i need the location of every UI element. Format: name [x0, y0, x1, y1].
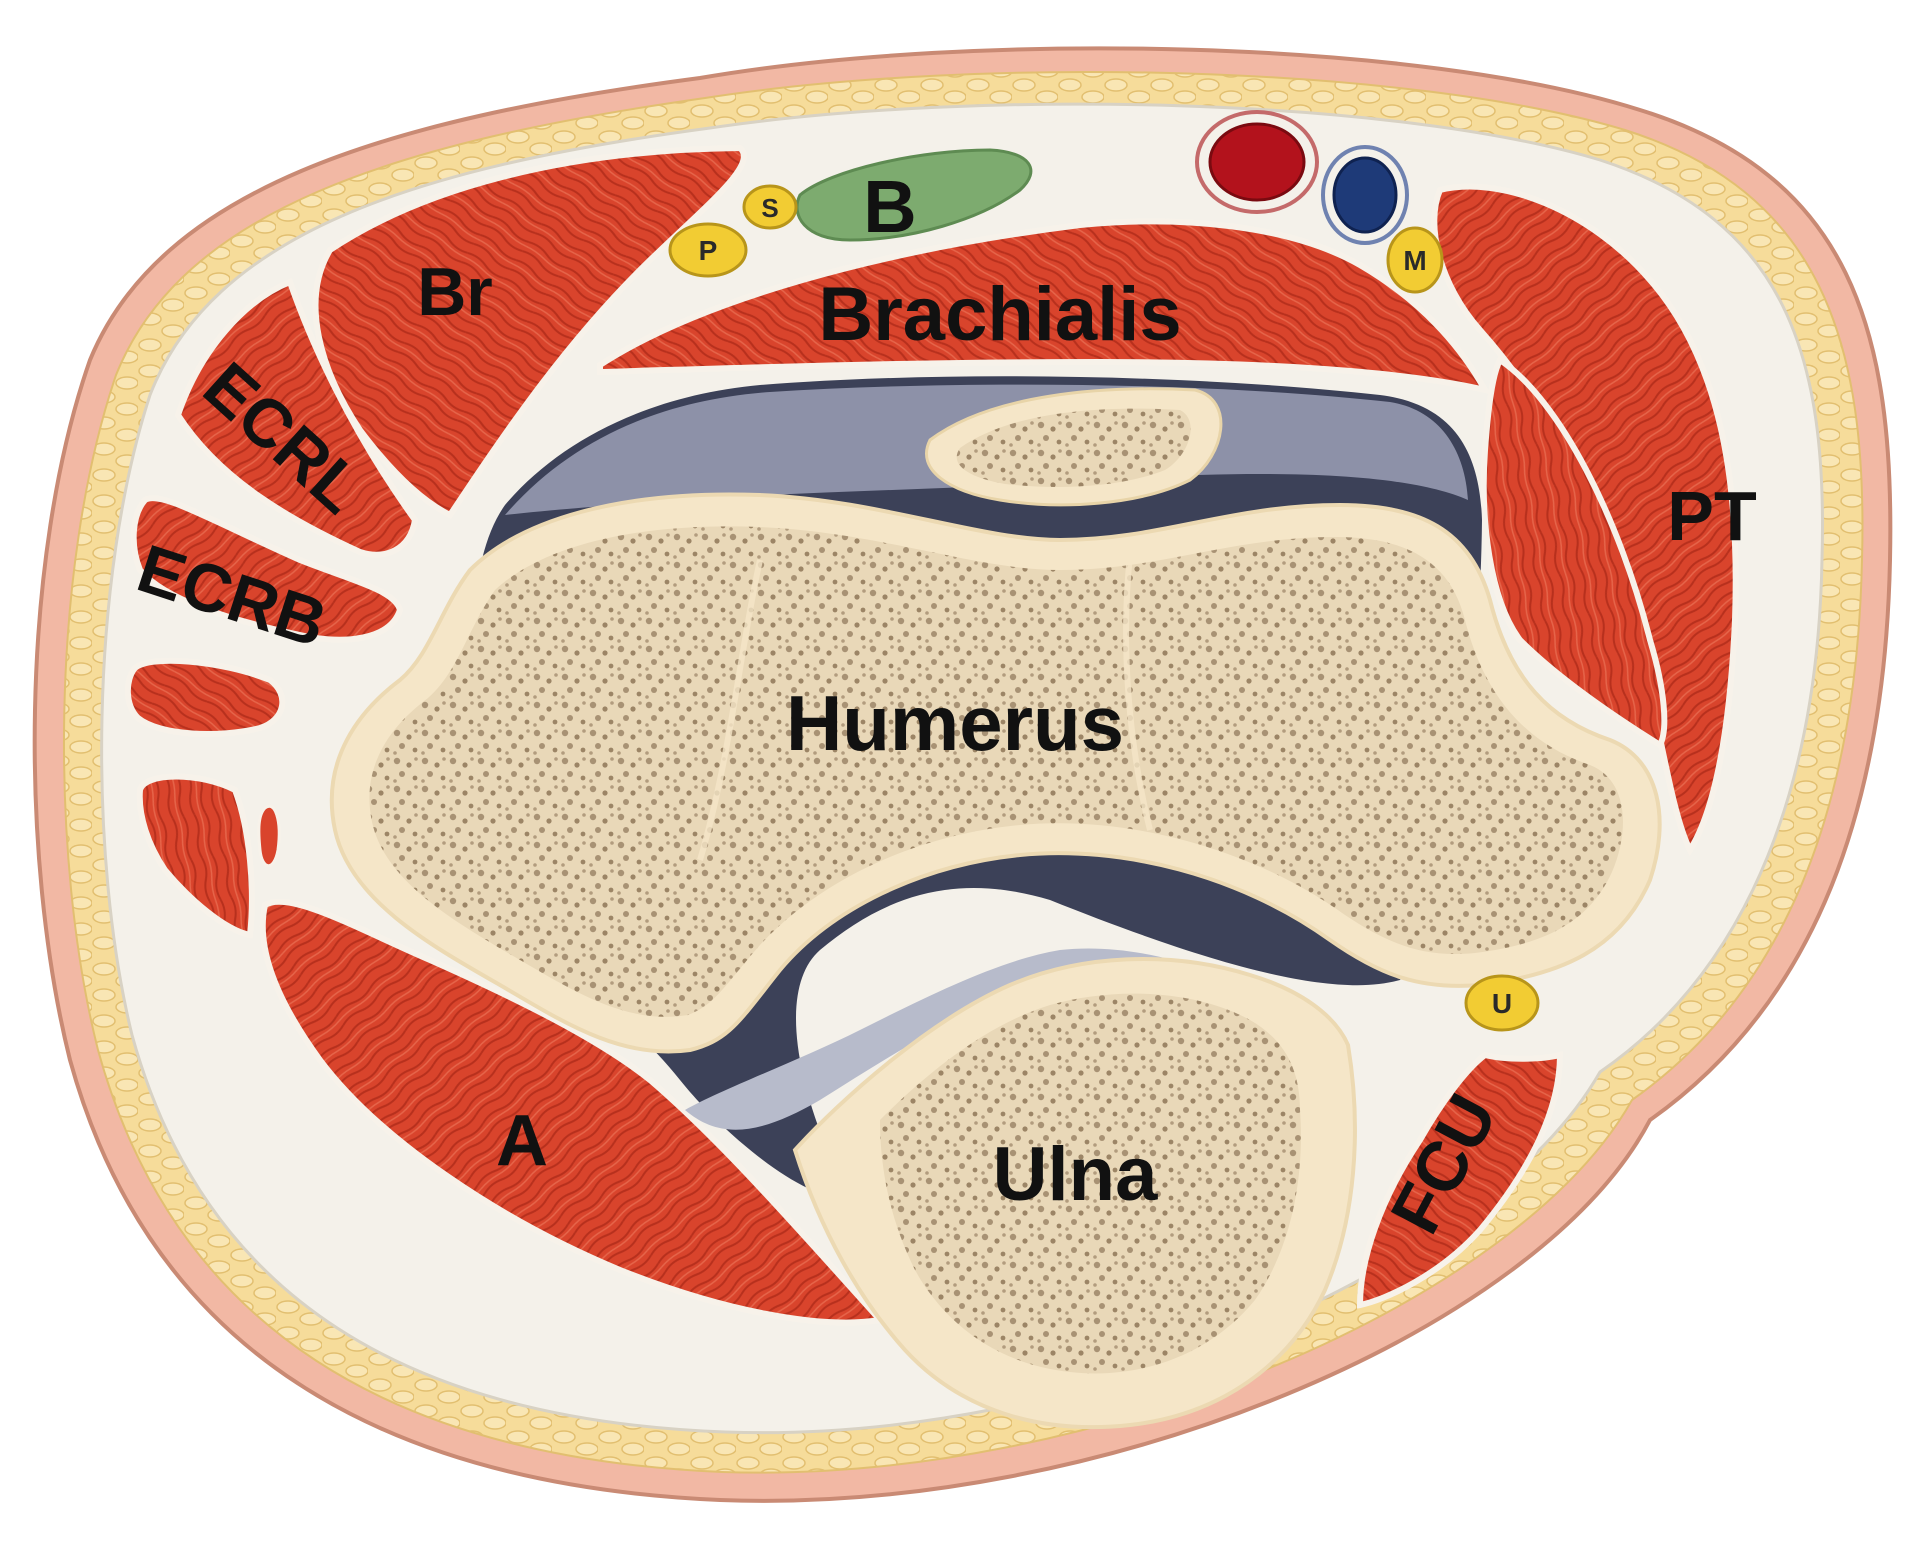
label-posterior-interosseous-nerve: P [699, 235, 718, 266]
brachial-vein-lumen [1332, 156, 1398, 234]
biceps-tendon [795, 148, 1033, 242]
label-biceps: B [863, 165, 916, 248]
radial-head-cancellous [956, 408, 1191, 488]
label-humerus: Humerus [786, 679, 1124, 767]
ecrb-muscle [130, 495, 404, 643]
superficial-radial-nerve [742, 184, 798, 230]
lateral-lower-muscle [136, 773, 255, 939]
brachialis-muscle [597, 218, 1491, 395]
humerus-septum-right [1123, 554, 1153, 831]
ulnar-nerve [1464, 974, 1540, 1032]
label-brachialis: Brachialis [818, 272, 1181, 357]
label-brachioradialis: Br [417, 254, 493, 330]
label-ulna: Ulna [993, 1132, 1158, 1217]
humerus-septum-left [697, 559, 763, 861]
label-superficial-radial-nerve: S [761, 193, 778, 223]
small-vessel-lateral [257, 804, 281, 868]
posterior-interosseous-nerve [668, 222, 748, 278]
pronator-teres-deep-head [1480, 355, 1668, 750]
fcu-muscle [1356, 1051, 1564, 1309]
label-ulnar-nerve: U [1492, 988, 1512, 1019]
label-median-nerve: M [1403, 245, 1426, 276]
median-nerve [1386, 226, 1444, 294]
ecrl-muscle [174, 278, 419, 558]
ulna-cancellous [880, 993, 1301, 1374]
brachial-artery-lumen [1208, 122, 1306, 202]
humerus-cancellous [369, 526, 1623, 1017]
label-anconeus: A [496, 1101, 548, 1181]
small-lateral-muscle [124, 657, 286, 737]
label-pronator-teres: PT [1667, 477, 1756, 555]
